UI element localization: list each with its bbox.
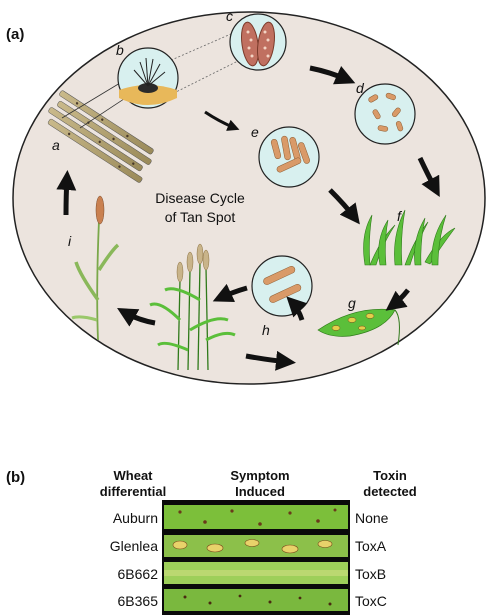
stage-letter-h: h bbox=[262, 322, 270, 338]
row-differential-6b365: 6B365 bbox=[117, 593, 158, 609]
cycle-title: Disease Cycle of Tan Spot bbox=[130, 189, 270, 227]
row-differential-auburn: Auburn bbox=[112, 510, 158, 526]
panel-a-label: (a) bbox=[6, 26, 25, 43]
header-toxin-line2: detected bbox=[363, 484, 417, 499]
row-toxin-glenlea: ToxA bbox=[355, 538, 387, 554]
cycle-title-line1: Disease Cycle bbox=[155, 190, 245, 206]
row-toxin-6b662: ToxB bbox=[355, 566, 387, 582]
header-wheat-line1: Wheat bbox=[113, 468, 153, 483]
spore-arrows bbox=[204, 110, 240, 131]
leaf-6b365 bbox=[164, 589, 348, 611]
stage-letter-d: d bbox=[356, 80, 364, 96]
panel-b-label: (b) bbox=[6, 469, 26, 486]
row-differential-glenlea: Glenlea bbox=[109, 538, 158, 554]
row-toxin-6b365: ToxC bbox=[355, 593, 387, 609]
cycle-arrows bbox=[56, 65, 440, 371]
header-symptom-induced: Symptom Induced bbox=[200, 468, 320, 500]
stage-letter-a: a bbox=[52, 137, 60, 153]
asci-circle bbox=[229, 13, 287, 71]
pseudothecium-circle bbox=[117, 47, 179, 109]
header-symptom-line2: Induced bbox=[235, 484, 285, 499]
stubble-illustration bbox=[47, 90, 154, 183]
header-wheat-differential: Wheat differential bbox=[78, 468, 188, 500]
stage-letter-e: e bbox=[251, 124, 259, 140]
stage-letter-b: b bbox=[116, 42, 124, 58]
stage-letter-c: c bbox=[226, 8, 233, 24]
header-toxin-detected: Toxin detected bbox=[350, 468, 430, 500]
stage-letter-g: g bbox=[348, 295, 356, 311]
stage-letter-i: i bbox=[68, 233, 72, 249]
header-toxin-line1: Toxin bbox=[373, 468, 407, 483]
infected-leaf-illustration bbox=[317, 308, 400, 346]
header-wheat-line2: differential bbox=[99, 484, 167, 499]
mature-wheat-illustration bbox=[71, 195, 120, 341]
row-differential-6b662: 6B662 bbox=[117, 566, 158, 582]
header-symptom-line1: Symptom bbox=[230, 468, 290, 483]
conidia-circle bbox=[258, 126, 320, 188]
wheat-plants-illustration bbox=[149, 261, 236, 371]
stage-letter-f: f bbox=[397, 208, 401, 224]
row-toxin-auburn: None bbox=[355, 510, 389, 526]
ascospores-circle bbox=[354, 83, 416, 145]
cycle-title-line2: of Tan Spot bbox=[164, 209, 236, 225]
seedlings-illustration bbox=[363, 209, 456, 266]
leaf-auburn bbox=[164, 505, 348, 529]
